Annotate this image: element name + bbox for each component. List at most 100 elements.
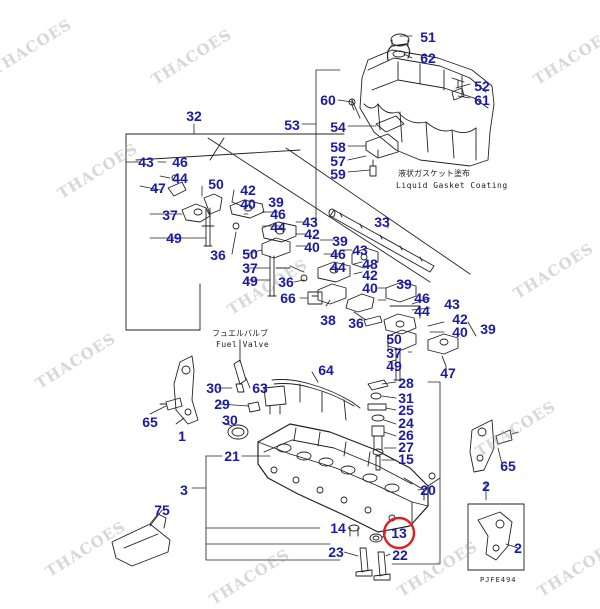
part-callout[interactable]: 1: [178, 428, 186, 444]
part-callout[interactable]: 36: [348, 315, 364, 331]
part-callout[interactable]: 33: [374, 214, 390, 230]
part-callout[interactable]: 42: [240, 182, 256, 198]
part-callout[interactable]: 40: [362, 280, 378, 296]
part-callout[interactable]: 31: [398, 390, 414, 406]
part-callout[interactable]: 62: [420, 50, 436, 66]
part-callout[interactable]: 46: [330, 246, 346, 262]
part-callout[interactable]: 65: [500, 458, 516, 474]
callout-13-highlight-ring: [382, 516, 416, 550]
part-callout[interactable]: 50: [208, 176, 224, 192]
part-callout[interactable]: 54: [330, 119, 346, 135]
liquid-gasket-jp-label: 液状ガスケット塗布: [398, 169, 470, 178]
part-callout[interactable]: 43: [302, 214, 318, 230]
part-callout[interactable]: 43: [444, 296, 460, 312]
part-callout[interactable]: 43: [352, 242, 368, 258]
part-callout[interactable]: 44: [330, 259, 346, 275]
part-callout[interactable]: 38: [320, 312, 336, 328]
part-callout[interactable]: 39: [396, 276, 412, 292]
part-callout[interactable]: 49: [386, 358, 402, 374]
rocker-arms-lower: [383, 305, 459, 381]
part-callout[interactable]: 39: [480, 321, 496, 337]
part-callout[interactable]: 39: [332, 233, 348, 249]
fuel-pipe: [271, 379, 361, 421]
part-callout[interactable]: 15: [398, 451, 414, 467]
part-callout[interactable]: 57: [330, 153, 346, 169]
part-callout[interactable]: 59: [330, 166, 346, 182]
lifting-bracket-left: [159, 355, 199, 425]
part-callout[interactable]: 40: [304, 239, 320, 255]
part-callout[interactable]: 25: [398, 402, 414, 418]
liquid-gasket-en-label: Liquid Gasket Coating: [396, 181, 508, 190]
part-callout[interactable]: 37: [242, 260, 258, 276]
part-callout[interactable]: 46: [414, 290, 430, 306]
part-callout[interactable]: 2: [514, 540, 522, 556]
part-callout[interactable]: 2: [482, 478, 490, 494]
part-callout[interactable]: 3: [180, 482, 188, 498]
part-callout[interactable]: 49: [166, 230, 182, 246]
part-callout[interactable]: 14: [330, 520, 346, 536]
part-callout[interactable]: 40: [452, 324, 468, 340]
part-callout[interactable]: 46: [270, 206, 286, 222]
part-callout-highlighted[interactable]: 13: [391, 525, 407, 541]
part-callout[interactable]: 28: [398, 375, 414, 391]
part-callout[interactable]: 53: [284, 117, 300, 133]
cylinder-head-cover: [348, 33, 495, 167]
part-callout[interactable]: 61: [474, 92, 490, 108]
part-callout[interactable]: 42: [304, 226, 320, 242]
callout-leaders: [125, 35, 519, 565]
part-callout[interactable]: 44: [414, 303, 430, 319]
part-callout[interactable]: 39: [268, 194, 284, 210]
liquid-gasket-tube: [111, 513, 171, 567]
part-callout[interactable]: 48: [362, 256, 378, 272]
rocker-group-frame: [125, 133, 471, 331]
part-callout[interactable]: 42: [452, 311, 468, 327]
part-callout[interactable]: 65: [142, 414, 158, 430]
part-callout[interactable]: 32: [186, 108, 202, 124]
part-callout[interactable]: 47: [440, 365, 456, 381]
breather-assembly: [351, 99, 405, 177]
part-callout[interactable]: 44: [270, 219, 286, 235]
cylinder-head: [257, 423, 441, 533]
part-callout[interactable]: 22: [392, 547, 408, 563]
fuel-valve-jp-label: フュエルバルブ: [212, 329, 268, 338]
part-callout[interactable]: 20: [420, 482, 436, 498]
part-callout[interactable]: 29: [214, 396, 230, 412]
part-callout[interactable]: 50: [242, 246, 258, 262]
drawing-code-label: PJFE494: [480, 576, 517, 584]
valves-lower: [348, 524, 391, 581]
injector-parts: [227, 339, 287, 440]
part-callout[interactable]: 66: [280, 290, 296, 306]
lifting-bracket-right: [469, 419, 519, 473]
part-callout[interactable]: 52: [474, 78, 490, 94]
part-callout[interactable]: 30: [222, 412, 238, 428]
rocker-arms-upper: [167, 174, 265, 247]
part-callout[interactable]: 64: [318, 362, 334, 378]
part-callout[interactable]: 75: [154, 502, 170, 518]
part-callout[interactable]: 44: [172, 170, 188, 186]
part-callout[interactable]: 50: [386, 331, 402, 347]
part-callout[interactable]: 42: [362, 267, 378, 283]
part-callout[interactable]: 40: [240, 196, 256, 212]
part-callout[interactable]: 51: [420, 29, 436, 45]
part-callout[interactable]: 49: [242, 273, 258, 289]
part-callout[interactable]: 27: [398, 439, 414, 455]
part-callout[interactable]: 46: [172, 154, 188, 170]
part-callout[interactable]: 37: [386, 345, 402, 361]
part-callout[interactable]: 36: [210, 247, 226, 263]
part-callout[interactable]: 43: [138, 154, 154, 170]
part-callout[interactable]: 36: [278, 274, 294, 290]
fuel-valve-en-label: Fuel Valve: [216, 340, 270, 349]
part-callout[interactable]: 58: [330, 139, 346, 155]
part-callout[interactable]: 24: [398, 415, 414, 431]
bracket-inset-box: [467, 503, 525, 571]
part-callout[interactable]: 60: [320, 92, 336, 108]
part-callout[interactable]: 30: [206, 380, 222, 396]
part-callout[interactable]: 63: [252, 380, 268, 396]
part-callout[interactable]: 26: [398, 427, 414, 443]
part-callout[interactable]: 47: [150, 180, 166, 196]
part-callout[interactable]: 23: [328, 544, 344, 560]
part-callout[interactable]: 21: [224, 448, 240, 464]
part-callout[interactable]: 37: [162, 207, 178, 223]
